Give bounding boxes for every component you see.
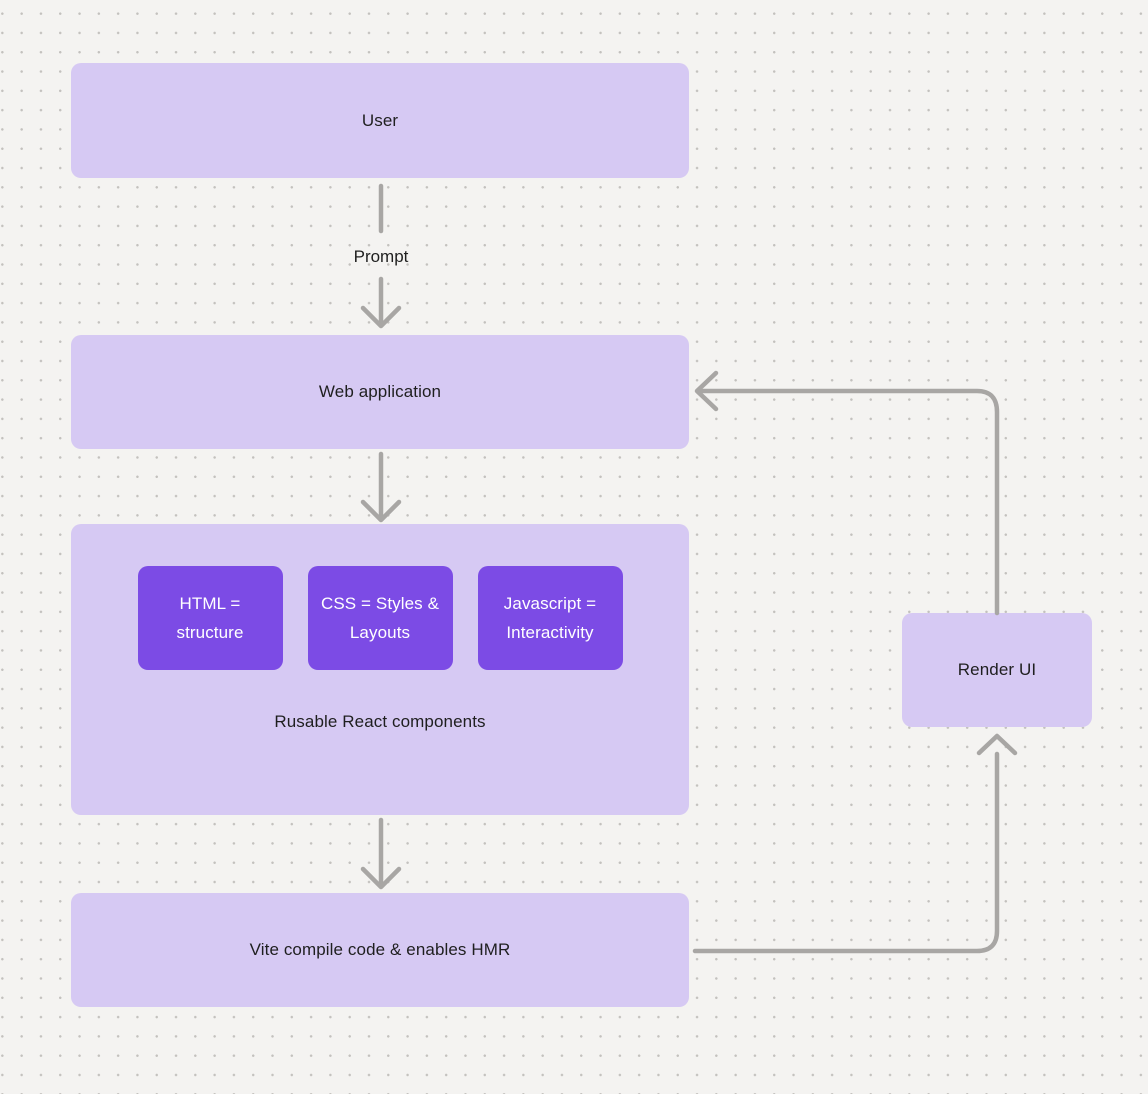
node-html-structure-label: HTML = structure (176, 594, 244, 642)
node-css-styles[interactable]: CSS = Styles & Layouts (307, 566, 453, 670)
connector-renderui-to-webapp (694, 370, 1000, 616)
node-web-application-label: Web application (318, 382, 442, 401)
connector-components-to-vite (360, 817, 402, 890)
node-vite-compile-label: Vite compile code & enables HMR (249, 940, 511, 959)
node-html-structure[interactable]: HTML = structure (137, 566, 283, 670)
node-user-label: User (361, 110, 399, 130)
node-javascript-interactivity-label: Javascript = Interactivity (503, 594, 597, 642)
components-children-row: HTML = structure CSS = Styles & Layouts … (137, 566, 623, 670)
arrowhead-down-icon (360, 866, 402, 890)
edge-label-prompt: Prompt (353, 247, 409, 266)
components-group-label: Rusable React components (274, 712, 486, 731)
node-web-application[interactable]: Web application (71, 335, 689, 449)
arrowhead-up-icon (976, 733, 1018, 756)
node-css-styles-label: CSS = Styles & Layouts (320, 594, 440, 642)
node-javascript-interactivity[interactable]: Javascript = Interactivity (477, 566, 623, 670)
node-render-ui-label: Render UI (957, 660, 1037, 679)
node-vite-compile[interactable]: Vite compile code & enables HMR (71, 893, 689, 1007)
connector-webapp-to-components (360, 451, 402, 523)
arrowhead-down-icon (360, 499, 402, 523)
node-user[interactable]: User (71, 63, 689, 178)
node-components-group[interactable]: HTML = structure CSS = Styles & Layouts … (71, 524, 689, 815)
node-render-ui[interactable]: Render UI (902, 613, 1092, 727)
connector-vite-to-renderui (692, 733, 1018, 954)
arrowhead-down-icon (360, 305, 402, 329)
arrowhead-left-icon (694, 370, 719, 412)
